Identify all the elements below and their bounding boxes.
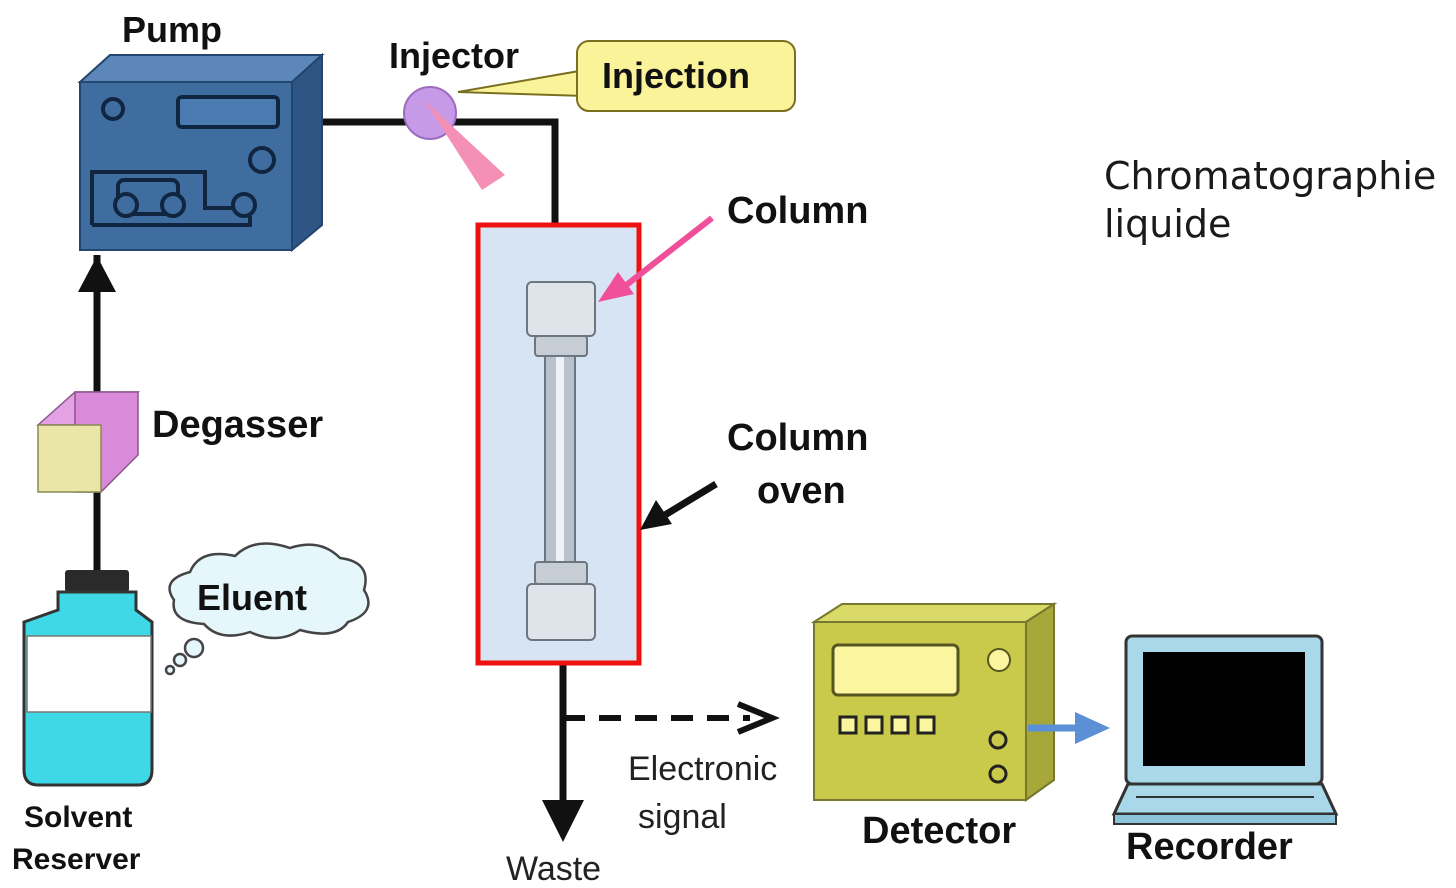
degasser-label: Degasser xyxy=(152,404,324,446)
solvent-label-line2: Reserver xyxy=(12,843,141,876)
solvent-bottle xyxy=(22,570,154,787)
caption: Chromatographie liquide xyxy=(1104,152,1436,248)
caption-line2: liquide xyxy=(1104,202,1232,246)
detector-label: Detector xyxy=(862,810,1017,852)
column-oven-label-line2: oven xyxy=(757,470,846,512)
up-arrow-to-pump xyxy=(78,256,116,292)
column-label: Column xyxy=(727,190,869,232)
recorder-label: Recorder xyxy=(1126,826,1293,868)
column-pointer-arrow xyxy=(618,215,714,293)
waste-arrow xyxy=(542,800,584,842)
solvent-label-line1: Solvent xyxy=(24,801,133,834)
recorder-unit xyxy=(1111,634,1339,825)
signal-label-line2: signal xyxy=(638,798,727,836)
injector-valve xyxy=(403,86,505,190)
pump-to-column-line xyxy=(318,118,559,270)
column-pointer-arrowhead xyxy=(598,272,634,302)
caption-line1: Chromatographie xyxy=(1104,154,1437,198)
injector-label: Injector xyxy=(389,35,520,76)
column-tube xyxy=(526,281,596,641)
injection-bubble xyxy=(457,40,796,112)
eluent-cloud xyxy=(164,542,370,676)
pump-unit xyxy=(77,52,325,253)
signal-dashed-arrow xyxy=(736,701,780,735)
detector-unit xyxy=(810,602,1058,802)
signal-label-line1: Electronic xyxy=(628,750,778,788)
column-oven-label-line1: Column xyxy=(727,417,869,459)
pump-label: Pump xyxy=(122,9,223,50)
eluent-label: Eluent xyxy=(197,577,308,618)
waste-label: Waste xyxy=(506,850,602,888)
detector-to-recorder-arrowhead xyxy=(1075,712,1110,744)
degasser-unit xyxy=(36,391,140,493)
oven-pointer-arrow xyxy=(658,481,718,521)
oven-pointer-arrowhead xyxy=(640,500,672,530)
injection-label: Injection xyxy=(602,55,751,96)
